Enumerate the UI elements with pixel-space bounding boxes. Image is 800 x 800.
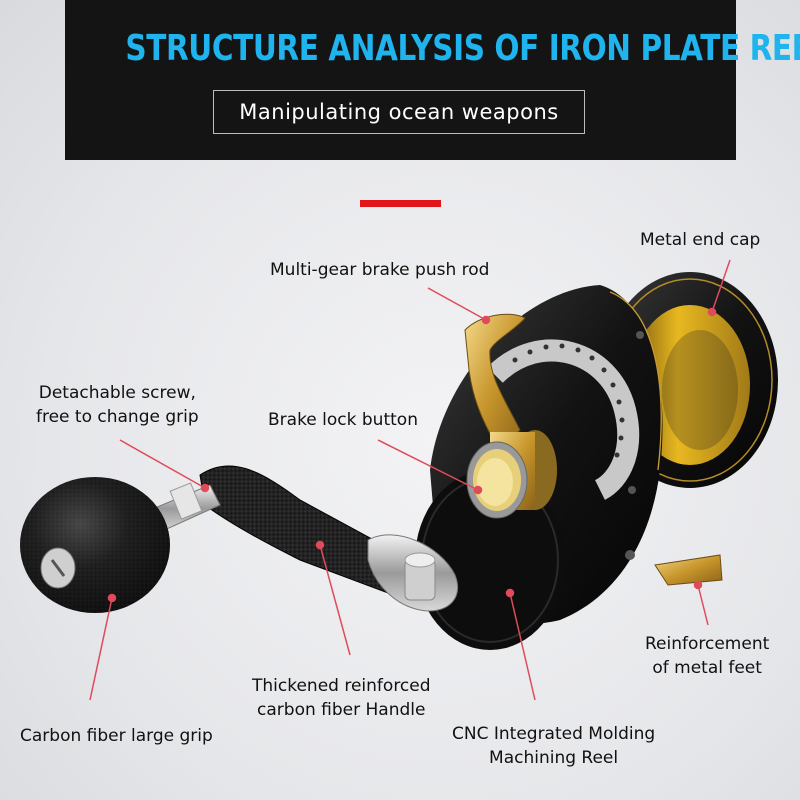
header-banner: STRUCTURE ANALYSIS OF IRON PLATE REEL Ma…	[65, 0, 800, 160]
brake-push-rod	[464, 313, 526, 451]
label-brake-push-rod: Multi-gear brake push rod	[270, 260, 490, 280]
label-carbon-handle: Thickened reinforced carbon fiber Handle	[252, 674, 431, 722]
callout-pointers	[89, 259, 731, 701]
label-cnc-reel-line1: CNC Integrated Molding	[452, 724, 656, 744]
label-detachable-screw: Detachable screw, free to change grip	[36, 381, 199, 429]
accent-bar	[360, 200, 441, 207]
label-detachable-screw-line2: free to change grip	[36, 407, 199, 427]
carbon-grip-knob	[20, 477, 170, 613]
label-cnc-reel: CNC Integrated Molding Machining Reel	[452, 722, 655, 770]
label-brake-lock-button: Brake lock button	[268, 410, 418, 430]
handle-shaft	[149, 482, 221, 533]
label-carbon-handle-line1: Thickened reinforced	[252, 676, 431, 696]
brake-disc	[487, 339, 640, 500]
label-metal-end-cap: Metal end cap	[640, 230, 761, 250]
label-cnc-reel-line2: Machining Reel	[489, 748, 619, 768]
subtitle-box: Manipulating ocean weapons	[213, 90, 585, 134]
label-carbon-grip: Carbon fiber large grip	[20, 726, 213, 746]
carbon-handle	[199, 465, 458, 612]
label-detachable-screw-line1: Detachable screw,	[38, 383, 196, 403]
page-subtitle: Manipulating ocean weapons	[239, 100, 559, 124]
metal-foot	[654, 554, 723, 586]
label-reinforcement: Reinforcement of metal feet	[645, 632, 769, 680]
brake-lock-button	[466, 430, 557, 519]
label-reinforcement-line1: Reinforcement	[645, 634, 770, 654]
label-reinforcement-line2: of metal feet	[652, 658, 762, 678]
label-carbon-handle-line2: carbon fiber Handle	[257, 700, 426, 720]
